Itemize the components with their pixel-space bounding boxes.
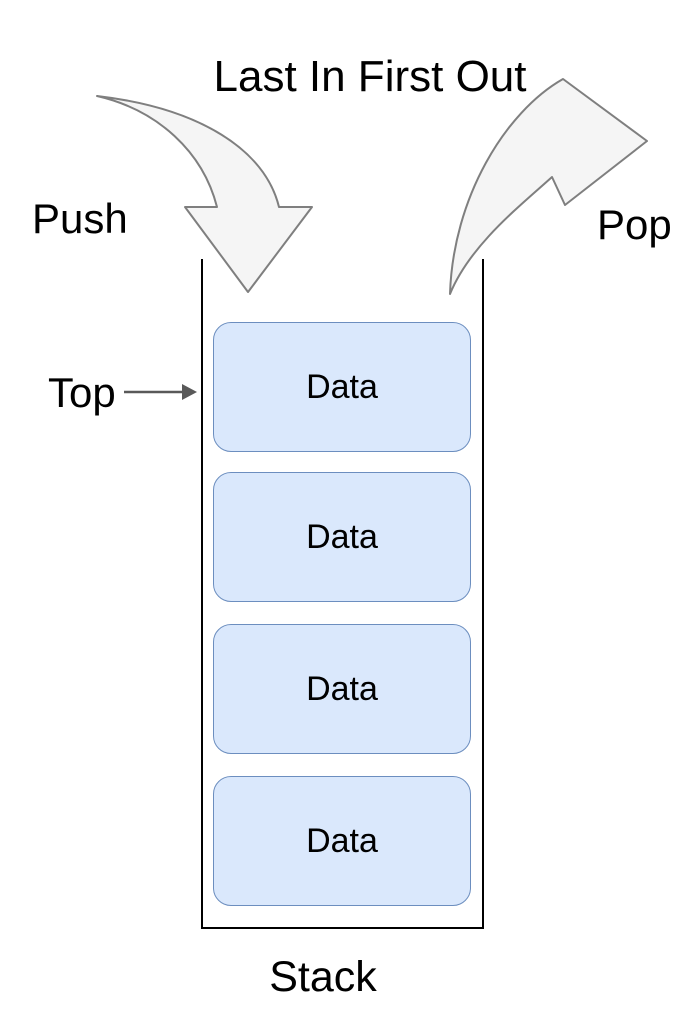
- diagram-title: Last In First Out: [213, 52, 527, 101]
- stack-item-label: Data: [306, 517, 378, 556]
- stack-item: Data: [213, 624, 471, 754]
- curved-down-arrow-icon: [96, 95, 313, 293]
- stack-item-label: Data: [306, 669, 378, 708]
- top-label: Top: [48, 369, 116, 416]
- stack-label: Stack: [269, 953, 377, 1001]
- stack-item: Data: [213, 322, 471, 452]
- right-arrow-icon: [124, 384, 197, 400]
- stack-item-label: Data: [306, 367, 378, 406]
- curved-up-right-arrow-icon: [449, 78, 648, 295]
- stack-item-label: Data: [306, 821, 378, 860]
- push-label: Push: [32, 195, 128, 242]
- stack-item: Data: [213, 776, 471, 906]
- pop-label: Pop: [597, 201, 672, 248]
- stack-container: Data Data Data Data: [201, 259, 484, 929]
- stack-item: Data: [213, 472, 471, 602]
